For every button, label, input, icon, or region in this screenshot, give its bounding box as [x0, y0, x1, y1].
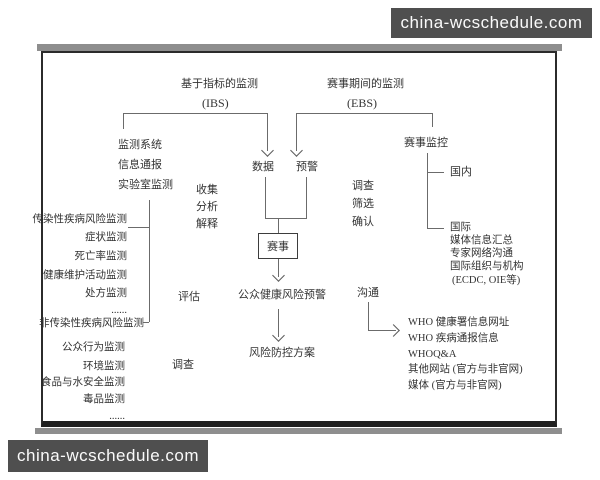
connector-line — [265, 218, 307, 219]
noninfectious-item: ...... — [109, 411, 125, 422]
international-item: 专家网络沟通 — [450, 248, 513, 259]
infectious-item: 死亡率监测 — [74, 251, 128, 262]
infectious-item: ...... — [111, 305, 127, 316]
alert-label: 预警 — [296, 161, 318, 173]
event-box-label: 赛事 — [267, 241, 289, 253]
noninfectious-title: 非传染性疾病风险监测 — [39, 318, 144, 329]
data-label: 数据 — [252, 161, 274, 173]
infectious-item: 处方监测 — [85, 288, 127, 299]
watermark-top-right: china-wcschedule.com — [391, 8, 592, 38]
public-health-alert-label: 公众健康风险预警 — [238, 289, 326, 301]
infectious-item: 症状监测 — [85, 232, 127, 243]
ibs-bracket-left-arm — [123, 113, 124, 129]
watermark-bottom-left: china-wcschedule.com — [8, 440, 208, 472]
who-channel-item: WHO 健康署信息网址 — [408, 317, 510, 328]
noninfectious-item: 公众行为监测 — [62, 342, 125, 353]
ibs-bracket-line — [123, 113, 268, 114]
event-box: 赛事 — [258, 233, 298, 259]
connector-line — [368, 330, 396, 331]
left-bracket-tick — [128, 227, 149, 228]
process-step: 确认 — [352, 216, 374, 228]
process-step: 分析 — [196, 201, 218, 213]
process-step: 调查 — [352, 180, 374, 192]
who-channel-item: 媒体 (官方与非官网) — [408, 380, 502, 391]
process-step: 收集 — [196, 184, 218, 196]
ebs-bracket-right-arm — [432, 113, 433, 127]
ebs-abbr: (EBS) — [347, 96, 377, 110]
frame-shadow-top — [37, 44, 562, 51]
branch-tick — [427, 172, 444, 173]
ebs-arrow-line — [296, 113, 297, 151]
infectious-item: 传染性疾病风险监测 — [32, 214, 128, 225]
international-item: 媒体信息汇总 — [450, 235, 513, 246]
investigate-label: 调查 — [172, 359, 194, 371]
noninfectious-item: 环境监测 — [83, 361, 125, 372]
ibs-arrow-line — [267, 113, 268, 151]
event-monitoring-label: 赛事监控 — [404, 137, 448, 149]
connector-line — [368, 302, 369, 330]
communicate-label: 沟通 — [357, 287, 379, 299]
ibs-title: 基于指标的监测 — [181, 78, 258, 90]
assess-label: 评估 — [178, 291, 200, 303]
international-item: (ECDC, OIE等) — [452, 275, 521, 286]
left-bracket-tick — [143, 322, 149, 323]
who-channel-item: WHO 疾病通报信息 — [408, 333, 499, 344]
source-item: 监测系统 — [118, 139, 162, 151]
noninfectious-item: 毒品监测 — [83, 394, 125, 405]
branch-tick — [427, 228, 444, 229]
connector-line — [278, 309, 279, 337]
connector-line — [278, 218, 279, 233]
who-channel-item: WHOQ&A — [408, 349, 457, 360]
ebs-bracket-line — [296, 113, 433, 114]
branch-line — [427, 153, 428, 228]
noninfectious-item: 食品与水安全监测 — [41, 377, 125, 388]
frame-shadow-bottom — [35, 428, 562, 434]
domestic-label: 国内 — [450, 166, 472, 178]
left-bracket-line — [149, 200, 150, 322]
ibs-abbr: (IBS) — [202, 96, 229, 110]
connector-line — [265, 177, 266, 218]
risk-plan-label: 风险防控方案 — [249, 347, 315, 359]
process-step: 解释 — [196, 218, 218, 230]
source-item: 实验室监测 — [118, 179, 173, 191]
infectious-item: 健康维护活动监测 — [43, 270, 127, 281]
connector-line — [278, 259, 279, 277]
who-channel-item: 其他网站 (官方与非官网) — [408, 364, 523, 375]
source-item: 信息通报 — [118, 159, 162, 171]
ebs-title: 赛事期间的监测 — [327, 78, 404, 90]
international-item: 国际组织与机构 — [450, 261, 524, 272]
process-step: 筛选 — [352, 198, 374, 210]
connector-line — [306, 177, 307, 218]
international-item: 国际 — [450, 222, 471, 233]
